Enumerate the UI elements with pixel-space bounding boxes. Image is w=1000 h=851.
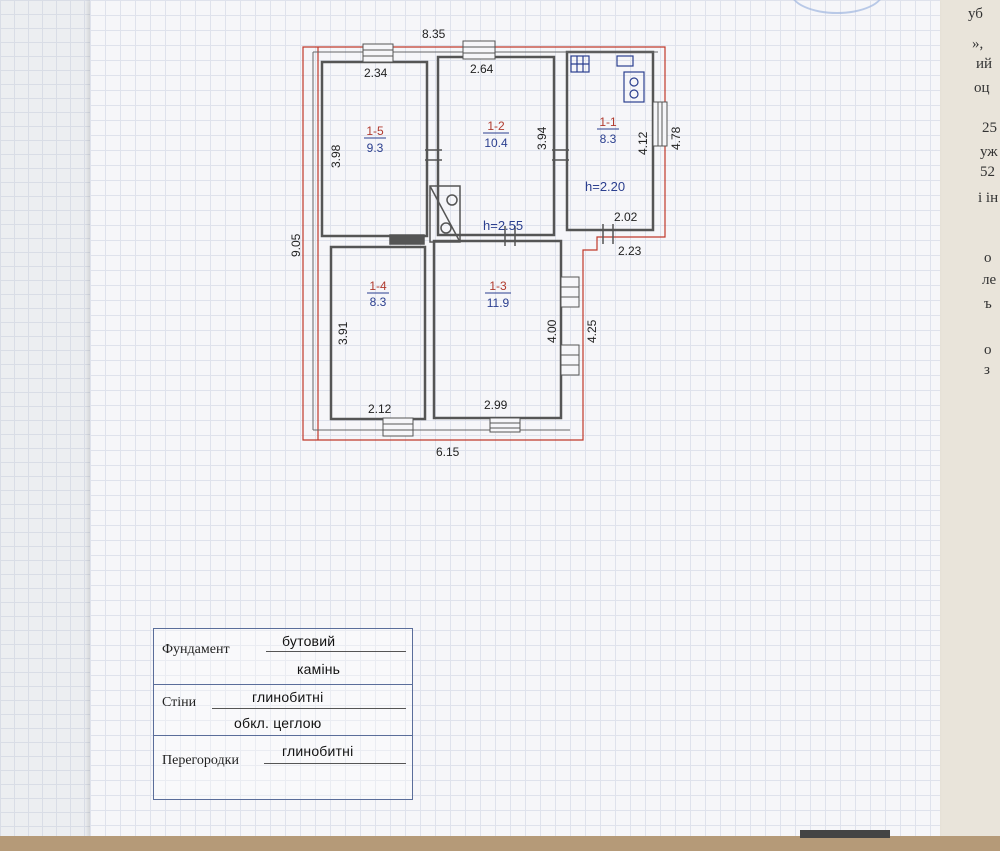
- partitions-value: глинобитні: [282, 743, 354, 759]
- doors: [425, 149, 614, 246]
- side-text: оц: [974, 80, 990, 96]
- room-area: 10.4: [484, 136, 508, 150]
- dimension-label: 9.05: [289, 233, 303, 257]
- windows: [362, 40, 668, 437]
- room-number: 1-1: [599, 115, 617, 129]
- dimension-label: 4.00: [545, 319, 559, 343]
- foundation-value: бутовий: [282, 633, 336, 649]
- partitions-label: Перегородки: [162, 753, 239, 768]
- foundation-label: Фундамент: [162, 642, 230, 657]
- dimension-label: 6.15: [436, 445, 460, 459]
- foundation-value: камінь: [297, 661, 341, 677]
- binder-edge: [800, 830, 890, 838]
- partitions-row: Перегородки глинобитні: [154, 737, 412, 797]
- side-text: 52: [980, 164, 995, 180]
- side-text: уж: [980, 144, 998, 160]
- side-text: 25: [982, 120, 997, 136]
- walls-value: обкл. цеглою: [234, 715, 322, 731]
- outer-contour: [302, 46, 666, 441]
- dimension-label: 2.12: [368, 402, 392, 416]
- room-area: 8.3: [600, 132, 617, 146]
- table-surface: [0, 836, 1000, 851]
- ceiling-height: h=2.20: [585, 179, 625, 194]
- ceiling-height: h=2.55: [483, 218, 523, 233]
- dimension-label: 4.25: [585, 319, 599, 343]
- dimension-label: 4.12: [636, 131, 650, 155]
- dimension-label: 2.64: [470, 62, 494, 76]
- room-number: 1-2: [487, 119, 505, 133]
- dimension-label: 2.02: [614, 210, 638, 224]
- foundation-row: Фундамент бутовий камінь: [154, 629, 412, 685]
- walls-row: Стіни глинобитні обкл. цеглою: [154, 685, 412, 736]
- side-text: »,: [972, 36, 984, 52]
- dimension-label: 3.94: [535, 126, 549, 150]
- dimension-label: 4.78: [669, 126, 683, 150]
- room-number: 1-3: [489, 279, 507, 293]
- walls-value: глинобитні: [252, 689, 324, 705]
- underlying-paper-right: уб », ий оц 25 уж 52 і ін о ле ъ о з: [940, 0, 1000, 851]
- stove: [389, 185, 461, 245]
- dimension-label: 2.23: [618, 244, 642, 258]
- side-text: уб: [968, 6, 983, 22]
- dimension-label: 8.35: [422, 27, 446, 41]
- side-text: з: [984, 362, 990, 378]
- dimension-label: 2.34: [364, 66, 388, 80]
- side-text: ий: [976, 56, 993, 72]
- side-text: ъ: [984, 296, 992, 312]
- room-area: 11.9: [487, 296, 510, 310]
- walls-label: Стіни: [162, 695, 197, 710]
- room-area: 8.3: [370, 295, 387, 309]
- grid-paper-page: [90, 0, 940, 838]
- kitchen-fixtures: [570, 55, 645, 103]
- side-text: о: [984, 342, 992, 358]
- dimension-label: 3.98: [329, 144, 343, 168]
- side-text: і ін: [978, 190, 999, 206]
- room-number: 1-4: [369, 279, 387, 293]
- side-text: ле: [982, 272, 997, 288]
- dimension-label: 2.99: [484, 398, 508, 412]
- room-number: 1-5: [366, 124, 384, 138]
- room-area: 9.3: [367, 141, 384, 155]
- side-text: о: [984, 250, 992, 266]
- dimension-label: 3.91: [336, 321, 350, 345]
- materials-table: Фундамент бутовий камінь Стіни глинобитн…: [153, 628, 413, 800]
